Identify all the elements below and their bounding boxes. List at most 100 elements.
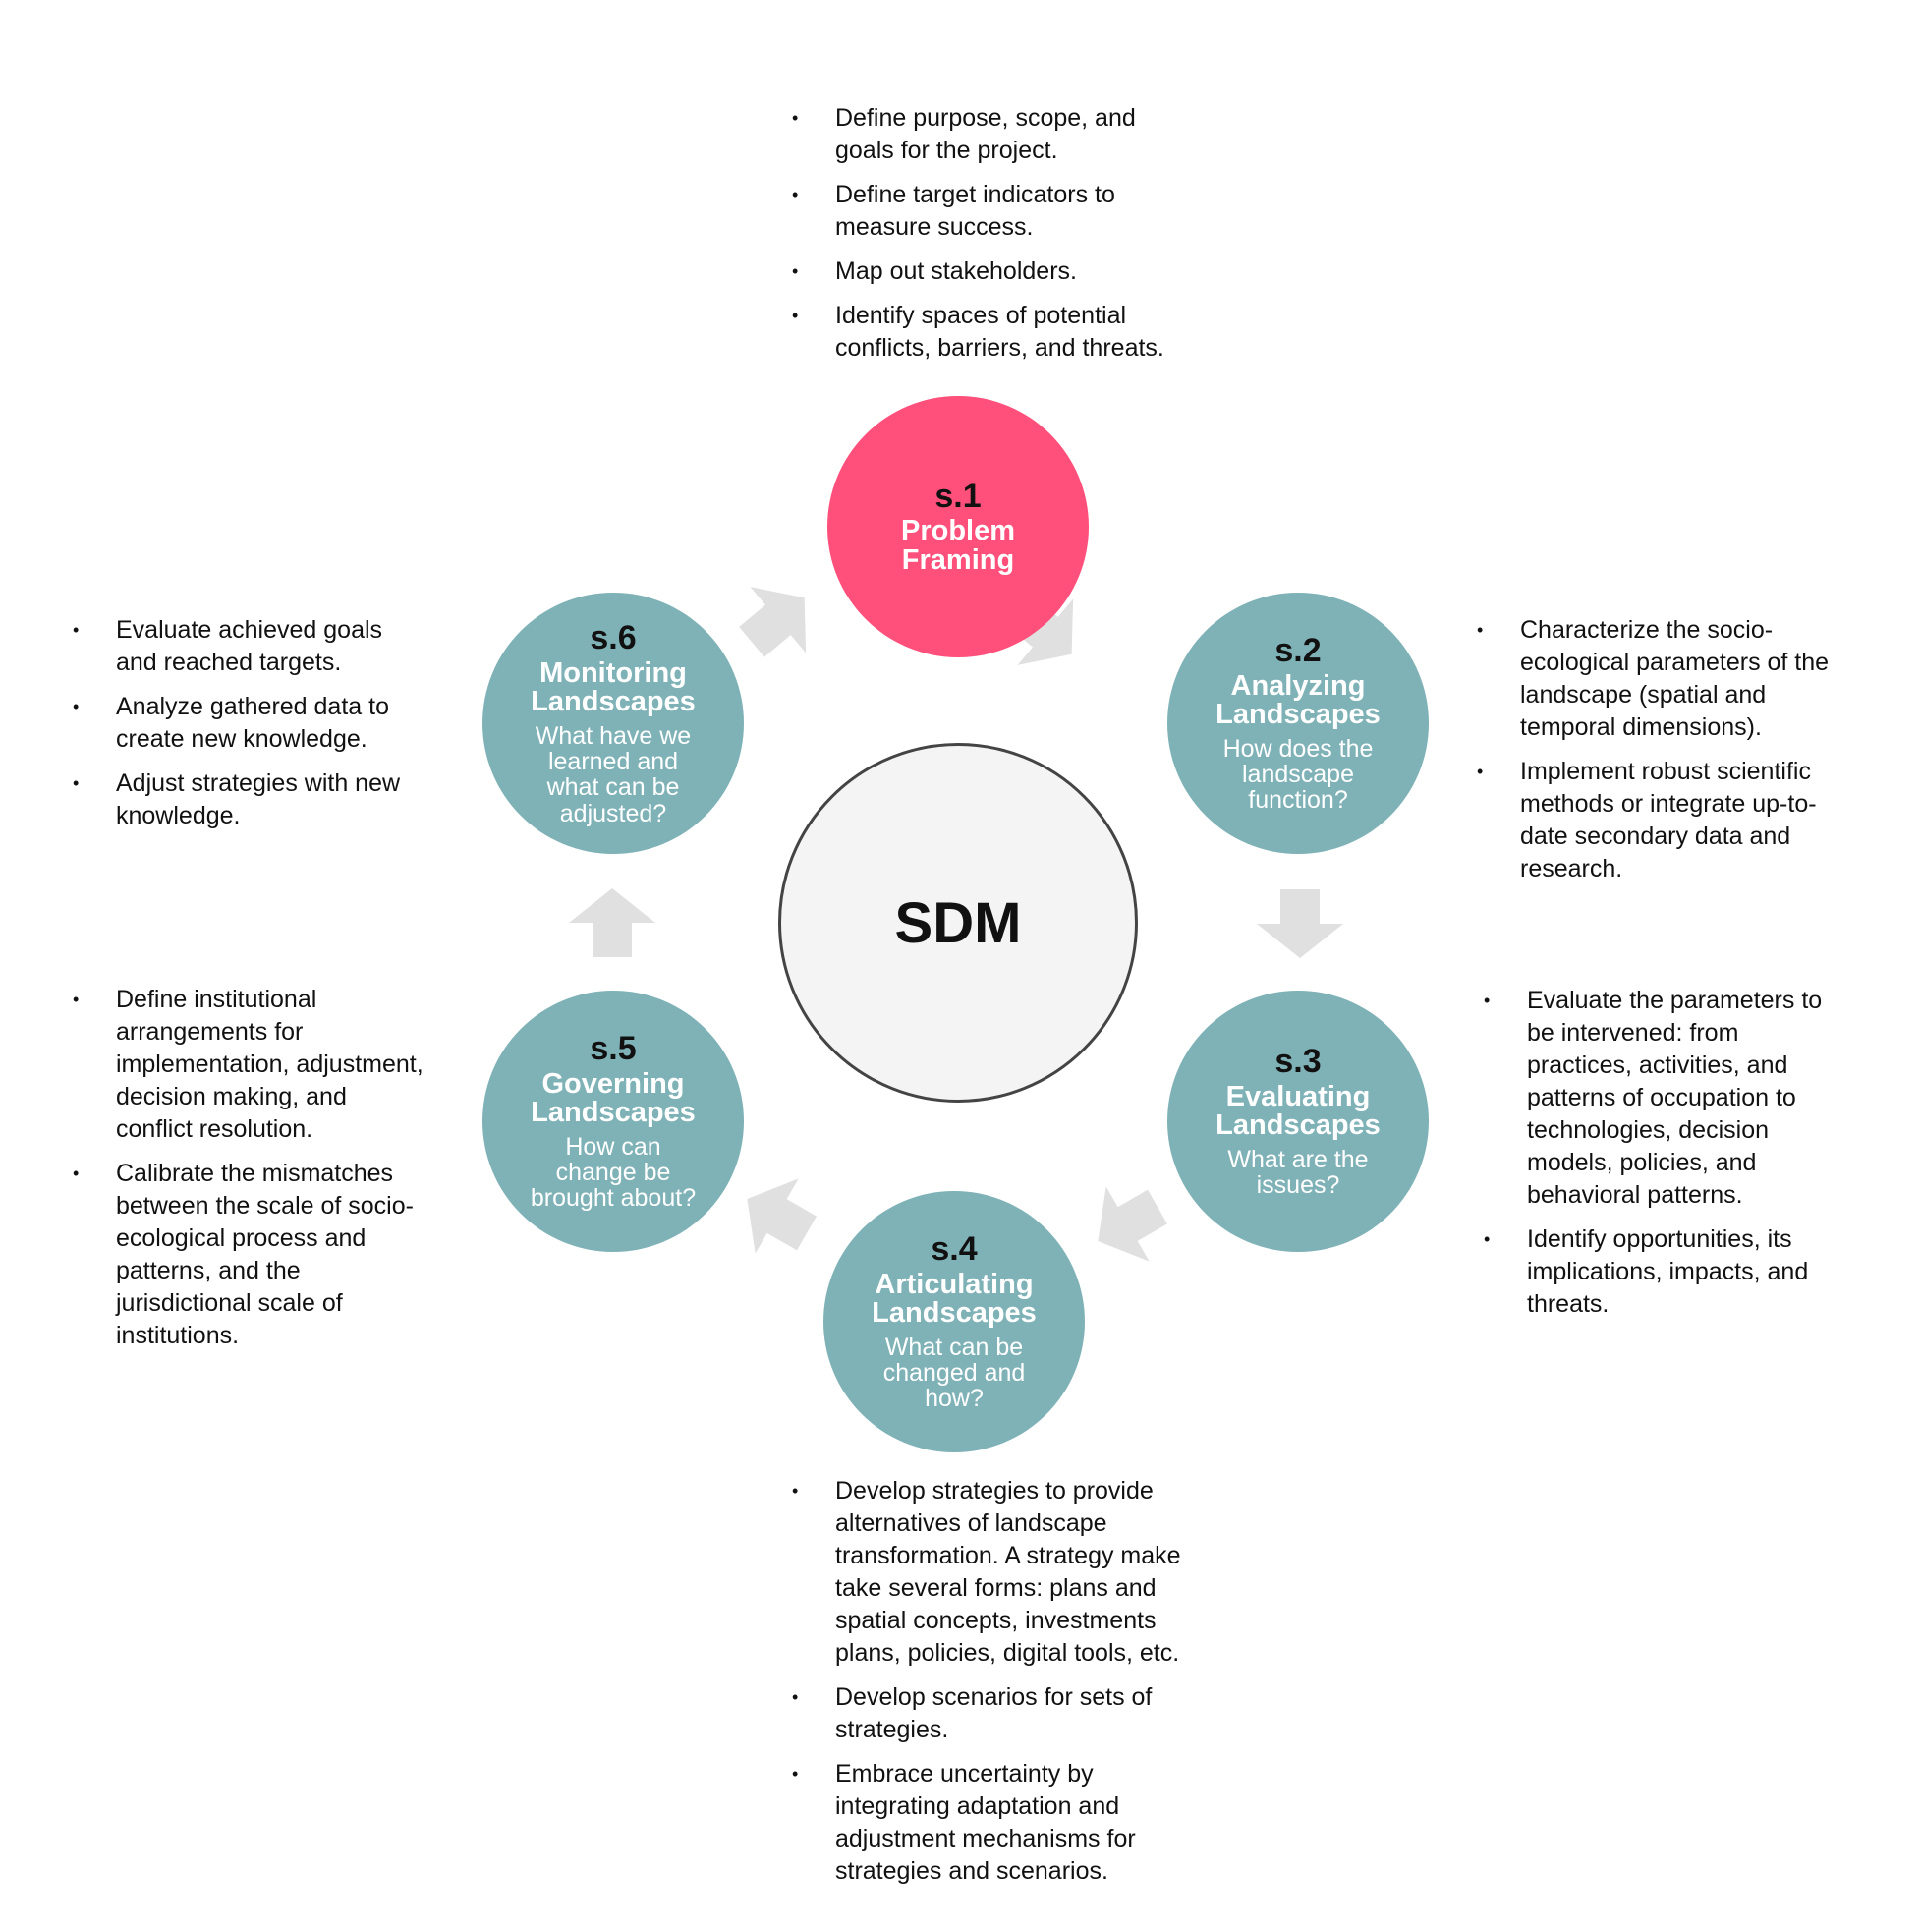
text-line: Landscapes — [1215, 699, 1381, 731]
bullet-line: be intervened: from — [1527, 1019, 1739, 1047]
bullet-line: behavioral patterns. — [1527, 1181, 1743, 1209]
bullet-item: Embrace uncertainty by integrating adapta… — [792, 1758, 1224, 1888]
bullet-line: landscape (spatial and — [1520, 681, 1767, 709]
bullet-line: Develop strategies to provide — [835, 1477, 1154, 1505]
bullet-line: Define purpose, scope, and — [835, 104, 1136, 132]
bullet-line: conflict resolution. — [116, 1115, 313, 1143]
text-line: change be — [555, 1159, 671, 1187]
bullet-line: Analyze gathered data to — [116, 693, 389, 720]
bullet-line: research. — [1520, 855, 1623, 882]
bullet-line: patterns of occupation to — [1527, 1084, 1796, 1111]
arrow-s4-to-s5 — [747, 1178, 817, 1254]
bullet-line: technologies, decision — [1527, 1116, 1769, 1144]
bullet-line: Characterize the socio- — [1520, 616, 1774, 644]
arrow-s6-to-s1 — [739, 587, 807, 657]
bullet-line: Calibrate the mismatches — [116, 1160, 394, 1187]
bullet-line: ecological parameters of the — [1520, 649, 1830, 676]
bullet-line: Develop scenarios for sets of — [835, 1683, 1153, 1711]
text-line: adjusted? — [559, 799, 667, 827]
text-line: Articulating — [875, 1268, 1034, 1300]
bullet-item: Define institutional arrangements for impl… — [73, 984, 466, 1146]
bullet-item: Identify opportunities, its implications,… — [1484, 1223, 1896, 1321]
arrow-s5-to-s6 — [569, 888, 655, 957]
bullet-line: decision making, and — [116, 1083, 347, 1110]
bullet-line: arrangements for — [116, 1018, 304, 1046]
bullet-line: date secondary data and — [1520, 823, 1791, 850]
bullet-line: Embrace uncertainty by — [835, 1760, 1094, 1788]
bullet-line: temporal dimensions). — [1520, 713, 1762, 741]
bullet-list-s2: Characterize the socio-ecological parame… — [1477, 614, 1890, 897]
arrow-s3-to-s4 — [1098, 1186, 1167, 1262]
text-line: Landscapes — [531, 1097, 696, 1129]
text-line: How does the — [1222, 734, 1374, 763]
bullet-line: institutions. — [116, 1322, 240, 1349]
text-line: Analyzing — [1230, 669, 1366, 702]
text-line: Landscapes — [531, 686, 696, 718]
bullet-list-s5: Define institutional arrangements for impl… — [73, 984, 466, 1364]
bullet-list-s4: Develop strategies to providealternative… — [792, 1475, 1224, 1900]
step-code: s.5 — [590, 1030, 637, 1068]
text-line: what can be — [546, 773, 680, 802]
step-code: s.1 — [934, 477, 982, 515]
text-line: brought about? — [530, 1184, 697, 1213]
text-line: changed and — [882, 1359, 1026, 1388]
bullet-item: Map out stakeholders. — [792, 256, 1205, 288]
bullet-line: plans, policies, digital tools, etc. — [835, 1639, 1180, 1667]
bullet-line: Adjust strategies with new — [116, 769, 401, 797]
text-line: Landscapes — [1215, 1109, 1381, 1142]
bullet-line: between the scale of socio- — [116, 1192, 414, 1220]
bullet-line: Map out stakeholders. — [835, 257, 1077, 285]
bullet-line: strategies and scenarios. — [835, 1857, 1108, 1885]
bullet-line: implementation, adjustment, — [116, 1051, 424, 1078]
bullet-line: Implement robust scientific — [1520, 758, 1811, 785]
bullet-line: patterns, and the — [116, 1257, 301, 1284]
bullet-line: integrating adaptation and — [835, 1792, 1120, 1820]
bullet-line: create new knowledge. — [116, 725, 367, 753]
text-line: issues? — [1256, 1171, 1340, 1200]
bullet-line: threats. — [1527, 1290, 1610, 1318]
bullet-line: take several forms: plans and — [835, 1574, 1157, 1602]
bullet-line: transformation. A strategy make — [835, 1542, 1181, 1569]
text-line: landscape — [1242, 761, 1354, 789]
bullet-item: Develop strategies to providealternative… — [792, 1475, 1224, 1670]
text-line: How can — [565, 1132, 661, 1161]
bullet-line: Define institutional — [116, 986, 317, 1013]
text-line: Governing — [541, 1067, 685, 1100]
bullet-line: jurisdictional scale of — [116, 1289, 343, 1317]
bullet-line: Identify opportunities, its — [1527, 1225, 1792, 1253]
bullet-line: knowledge. — [116, 802, 241, 829]
center-circle: SDM — [778, 743, 1138, 1103]
bullet-line: models, policies, and — [1527, 1149, 1757, 1176]
bullet-line: Define target indicators to — [835, 181, 1115, 208]
bullet-line: and reached targets. — [116, 649, 342, 676]
bullet-item: Calibrate the mismatches between the scal… — [73, 1158, 466, 1352]
text-line: how? — [925, 1385, 984, 1413]
step-code: s.6 — [590, 619, 637, 657]
text-line: What have we — [535, 721, 692, 750]
bullet-item: Adjust strategies with new knowledge. — [73, 767, 466, 832]
text-line: function? — [1248, 786, 1348, 815]
text-line: Monitoring — [539, 656, 687, 689]
step-code: s.4 — [931, 1230, 978, 1269]
bullet-line: implications, impacts, and — [1527, 1258, 1809, 1285]
